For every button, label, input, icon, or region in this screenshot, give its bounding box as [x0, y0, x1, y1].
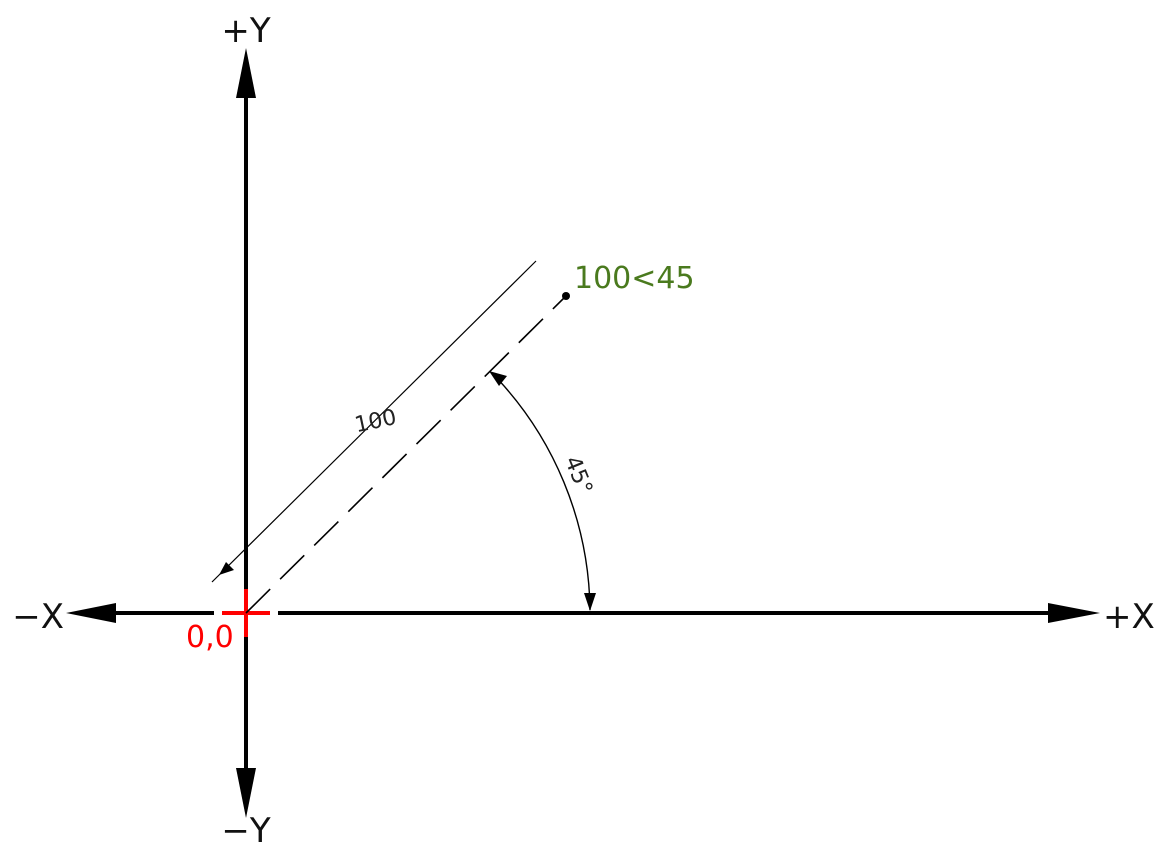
y-axis-positive-arrowhead	[236, 48, 256, 98]
origin-label: 0,0	[186, 620, 234, 655]
angle-dimension-label: 45°	[559, 453, 597, 499]
pos-y-label: +Y	[221, 11, 270, 51]
x-axis-negative-arrowhead	[66, 603, 116, 623]
polar-point	[562, 292, 570, 300]
angle-dimension-arrow-top	[489, 371, 507, 386]
angle-dimension-arc	[491, 372, 591, 611]
pos-x-label: +X	[1103, 597, 1155, 637]
angle-dimension-arrow-bottom	[584, 593, 596, 611]
polar-ray-dashed	[245, 295, 567, 614]
x-axis-positive-arrowhead	[1048, 603, 1100, 623]
length-dimension-label: 100	[353, 405, 399, 438]
point-label: 100<45	[574, 261, 695, 296]
length-dimension-arrow-start	[219, 562, 234, 575]
y-axis-negative-arrowhead	[236, 768, 256, 818]
angle-dimension	[489, 371, 596, 611]
neg-x-label: −X	[12, 597, 64, 637]
y-axis	[236, 48, 256, 818]
x-axis	[66, 603, 1100, 623]
neg-y-label: −Y	[221, 811, 270, 845]
length-dimension	[211, 260, 537, 583]
length-dimension-line	[211, 260, 537, 583]
